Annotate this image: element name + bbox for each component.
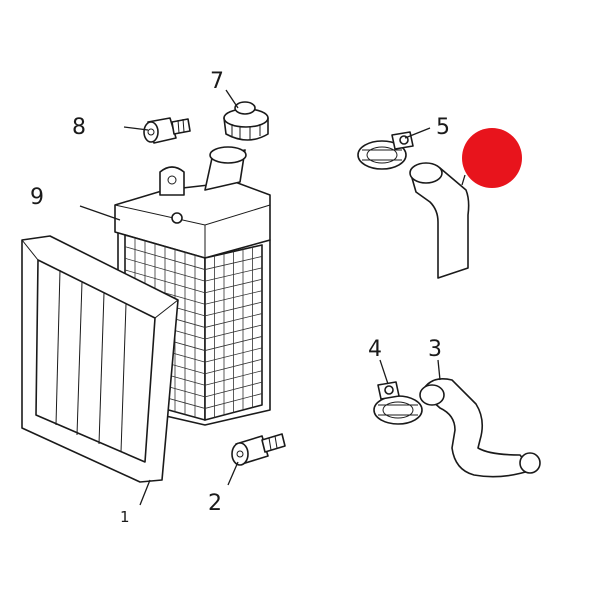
radiator-cap [223,101,269,141]
callout-7: 7 [210,69,224,94]
hose-clamp-top [357,131,414,170]
radiator-guard-frame [21,235,179,483]
callout-1: 1 [120,508,130,526]
callout-2: 2 [208,491,222,516]
highlight-marker [462,128,522,188]
hose-clamp-bottom [373,381,423,425]
leader-lines [79,89,466,506]
spacer-bolt-top [143,117,191,144]
callout-4: 4 [368,337,382,362]
callout-5: 5 [436,115,450,140]
lower-hose [419,378,541,478]
spacer-bolt-bottom [231,433,286,466]
upper-hose [409,162,470,279]
callout-9: 9 [30,185,44,210]
callout-8: 8 [72,115,86,140]
callout-3: 3 [428,337,442,362]
